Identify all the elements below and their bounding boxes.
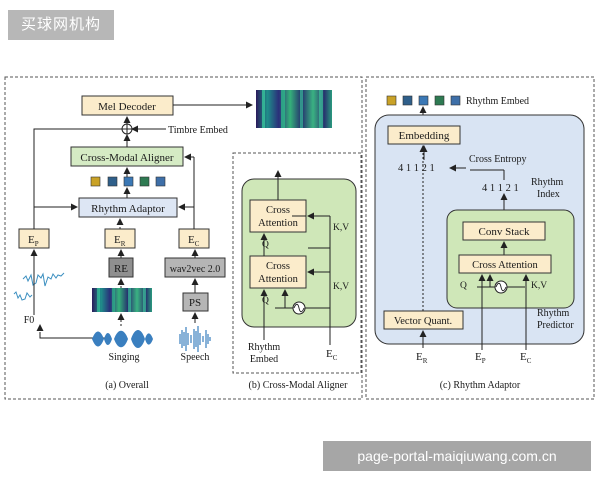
er-label-c: ER bbox=[416, 351, 428, 365]
kv-label-b1: K,V bbox=[333, 223, 349, 233]
panel-c-caption: (c) Rhythm Adaptor bbox=[440, 380, 521, 391]
ec-label-b: EC bbox=[326, 348, 338, 362]
q-label-c: Q bbox=[460, 281, 467, 291]
f0-label: F0 bbox=[24, 315, 35, 326]
speech-label: Speech bbox=[181, 352, 210, 363]
cross-entropy-label: Cross Entropy bbox=[469, 154, 527, 165]
rhythm-embed-squares-a bbox=[90, 176, 166, 187]
ec-label-c: EC bbox=[520, 351, 532, 365]
speech-waveform bbox=[179, 326, 211, 352]
ec-label: EC bbox=[188, 234, 200, 248]
panel-b-caption: (b) Cross-Modal Aligner bbox=[249, 380, 349, 391]
rhythm-predictor-line1: Rhythm bbox=[537, 308, 569, 319]
embedding-label: Embedding bbox=[399, 130, 450, 142]
mel-decoder-label: Mel Decoder bbox=[98, 101, 156, 113]
sinusoidal-pos-icon-c bbox=[477, 274, 525, 294]
index-sequence-1: 4 1 1 2 1 bbox=[398, 163, 435, 174]
singing-spectrogram bbox=[92, 288, 152, 312]
ps-box bbox=[182, 292, 209, 312]
attention-1-line2: Attention bbox=[258, 218, 298, 229]
index-sequence-2: 4 1 1 2 1 bbox=[482, 183, 519, 194]
q-label-b1: Q bbox=[262, 240, 269, 250]
rhythm-index-line1: Rhythm bbox=[531, 177, 563, 188]
rhythm-embed-input-line2: Embed bbox=[250, 354, 278, 365]
conv-stack-box bbox=[462, 221, 546, 241]
rhythm-embed-input-line1: Rhythm bbox=[248, 342, 280, 353]
watermark-bottom: page-portal-maiqiuwang.com.cn bbox=[323, 441, 591, 471]
kv-label-c: K,V bbox=[531, 281, 547, 291]
f0-pitch-curve bbox=[13, 272, 65, 301]
attention-box-2 bbox=[249, 255, 307, 289]
er-label: ER bbox=[114, 234, 126, 248]
cross-attention-box-c bbox=[458, 254, 552, 274]
rhythm-adaptor-box bbox=[78, 197, 178, 218]
embedding-box bbox=[387, 125, 461, 145]
attention-2-line1: Cross bbox=[266, 261, 290, 272]
cross-attention-label-c: Cross Attention bbox=[472, 260, 538, 271]
timbre-embed-label: Timbre Embed bbox=[168, 125, 228, 136]
re-label: RE bbox=[114, 263, 128, 275]
panel-a-caption: (a) Overall bbox=[105, 380, 149, 391]
rhythm-embed-legend: Rhythm Embed bbox=[466, 96, 529, 107]
ps-label: PS bbox=[189, 297, 201, 309]
singing-label: Singing bbox=[108, 352, 139, 363]
kv-label-b2: K,V bbox=[333, 282, 349, 292]
attention-2-line2: Attention bbox=[258, 274, 298, 285]
attention-1-line1: Cross bbox=[266, 205, 290, 216]
add-operator-icon bbox=[121, 123, 133, 135]
panel-b-frame bbox=[232, 152, 362, 374]
sinusoidal-pos-icon-b bbox=[275, 289, 330, 315]
rhythm-index-line2: Index bbox=[537, 189, 560, 200]
vector-quant-label: Vector Quant. bbox=[394, 316, 452, 327]
rhythm-predictor-line2: Predictor bbox=[537, 320, 574, 331]
panel-a-frame bbox=[4, 76, 363, 400]
output-spectrogram bbox=[256, 90, 332, 128]
rhythm-embed-squares-c bbox=[386, 95, 461, 106]
cross-modal-aligner-label: Cross-Modal Aligner bbox=[80, 152, 174, 164]
watermark-top: 买球网机构 bbox=[8, 10, 114, 40]
wav2vec-label: wav2vec 2.0 bbox=[170, 264, 221, 275]
conv-stack-label: Conv Stack bbox=[478, 226, 530, 238]
ep-label-c: EP bbox=[475, 351, 486, 365]
ep-label: EP bbox=[28, 234, 39, 248]
singing-waveform bbox=[92, 330, 153, 348]
q-label-b2: Q bbox=[262, 296, 269, 306]
rhythm-adaptor-label: Rhythm Adaptor bbox=[91, 203, 165, 215]
